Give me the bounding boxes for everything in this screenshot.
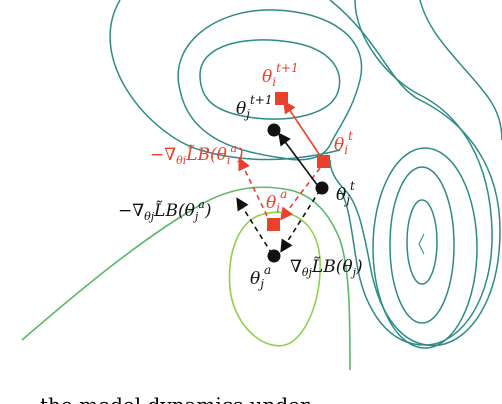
red-trajectory <box>238 100 324 225</box>
contour-big-right <box>419 0 502 141</box>
contour-mid-right <box>339 0 493 346</box>
contour-light-green <box>228 211 321 347</box>
label-theta-i-t: θit <box>334 129 353 157</box>
contour-green-long <box>21 186 351 371</box>
contour-right-mid <box>389 166 455 324</box>
contour-right-outer <box>329 0 501 347</box>
contour-right-inner <box>406 199 438 285</box>
black-trajectory <box>236 132 321 255</box>
black-arrow-up <box>278 132 319 187</box>
label-grad-red: −∇θiL̃B(θia) <box>150 142 244 167</box>
contour-right-mid2 <box>372 147 478 349</box>
point-theta-j-t1 <box>267 123 281 137</box>
label-theta-j-a: θja <box>250 263 271 291</box>
red-dashed-grad <box>238 157 272 225</box>
contour-top-inner <box>199 39 341 120</box>
label-theta-j-t: θjt <box>336 179 355 207</box>
contour-top-outer <box>177 9 363 161</box>
green-contours <box>21 186 351 371</box>
red-arrow-up <box>283 100 324 161</box>
label-theta-i-a: θia <box>266 187 287 215</box>
caption-fragment: the model dynamics under <box>40 393 310 404</box>
contour-lines <box>109 0 502 349</box>
red-dashed-to-a <box>280 167 321 221</box>
contour-center-tick <box>418 233 425 255</box>
contour-left-arc <box>109 0 341 161</box>
point-theta-i-t1 <box>275 92 288 105</box>
point-theta-j-t <box>315 181 329 195</box>
point-theta-i-a <box>267 218 280 231</box>
label-theta-i-t1: θit+1 <box>262 61 299 89</box>
label-grad-black: −∇θjL̃B(θja) <box>118 198 211 223</box>
point-theta-i-t <box>317 155 330 168</box>
label-theta-j-t1: θjt+1 <box>236 93 273 121</box>
black-dashed-to-a <box>280 189 321 253</box>
black-dashed-grad <box>236 197 273 255</box>
point-theta-j-a <box>267 249 281 263</box>
label-grad-bottom: ∇θjL̃B(θj) <box>290 257 363 279</box>
